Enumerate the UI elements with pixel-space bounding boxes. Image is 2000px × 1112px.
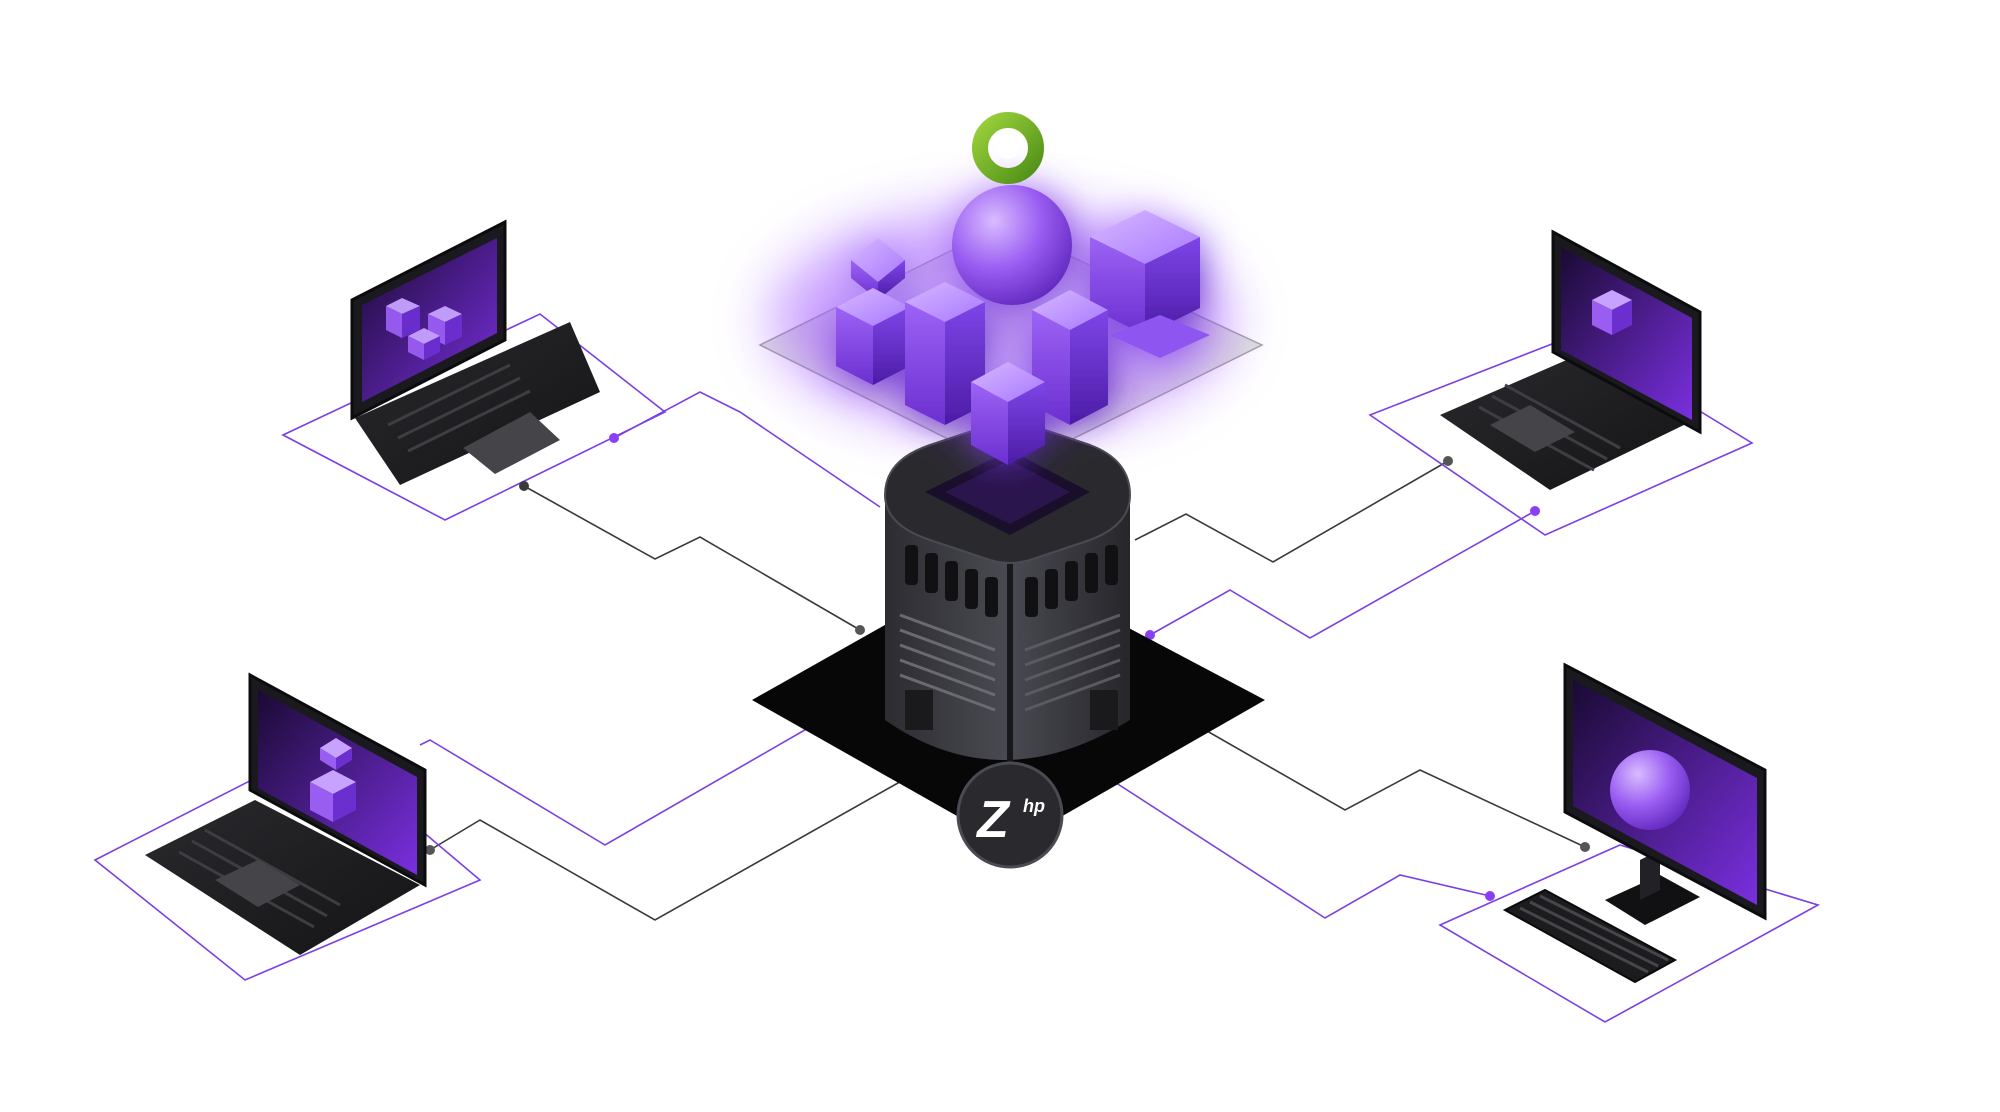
cube-icon	[971, 362, 1045, 465]
laptop-icon	[145, 672, 427, 955]
link-bottom-right-gray	[1199, 726, 1586, 848]
badge-small-letters: hp	[1023, 796, 1045, 816]
workstation-tower-icon	[883, 420, 1132, 790]
cube-icon	[836, 288, 910, 385]
device-footprints	[93, 313, 1821, 1023]
cloud-ring-icon	[972, 112, 1044, 184]
laptop-icon	[350, 219, 600, 485]
link-top-right-gray	[1134, 460, 1449, 563]
cube-icon	[1592, 290, 1632, 335]
link-bottom-left-gray	[429, 778, 906, 921]
desktop-monitor-icon	[1563, 662, 1767, 925]
link-top-left-purple	[613, 391, 881, 508]
keyboard-icon	[1502, 888, 1678, 984]
z-hp-badge: Z hp	[956, 761, 1064, 869]
sphere-icon	[1610, 750, 1690, 830]
link-top-left-gray	[523, 485, 861, 631]
laptop-icon	[1440, 229, 1702, 490]
link-bottom-right-purple	[1109, 778, 1491, 919]
badge-big-letter: Z	[975, 791, 1011, 849]
link-top-right-purple	[1149, 510, 1536, 639]
link-bottom-left-purple	[419, 726, 811, 846]
cloud-workloads	[836, 185, 1210, 465]
cube-icon	[386, 298, 462, 360]
sphere-icon	[952, 185, 1072, 305]
cube-icon	[310, 738, 356, 822]
connection-lines	[419, 391, 1586, 921]
